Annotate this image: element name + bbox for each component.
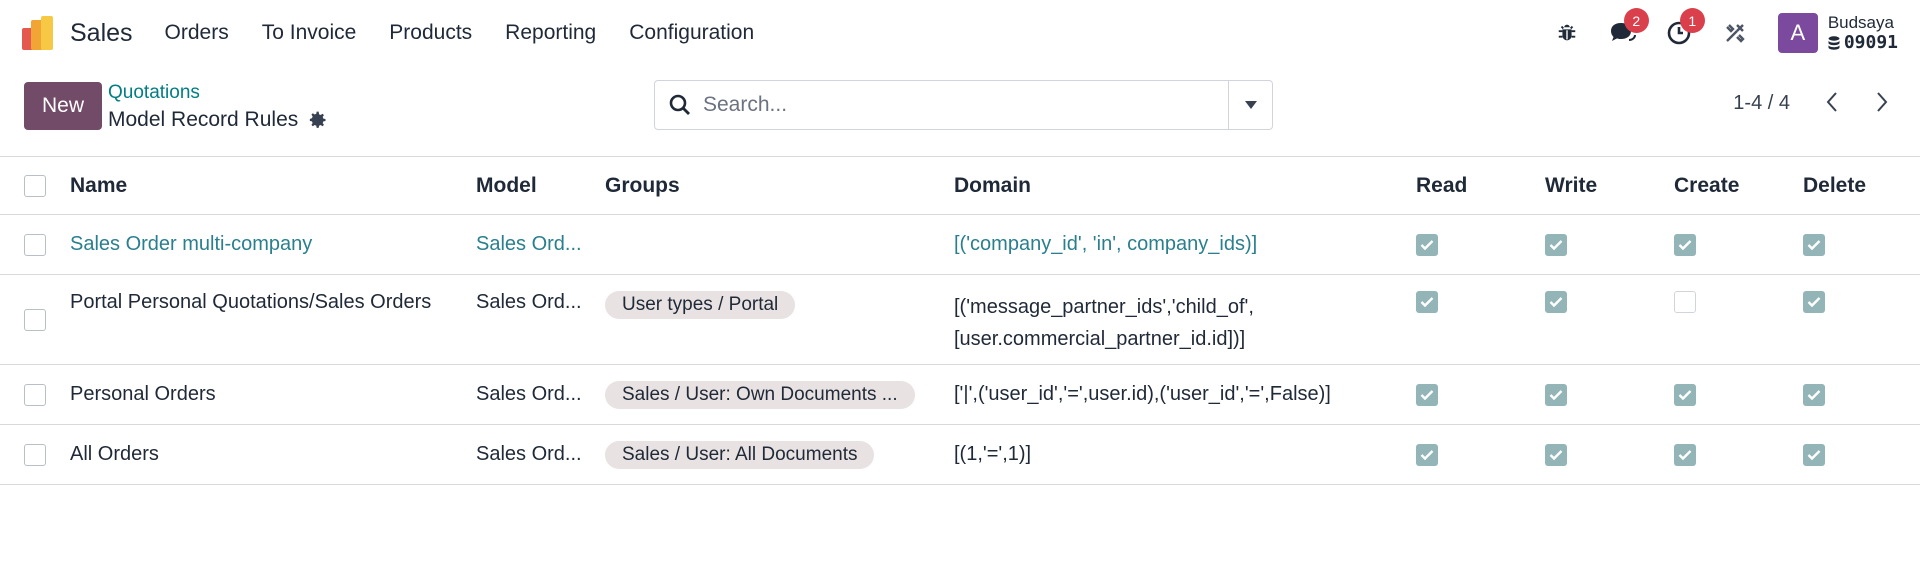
new-button[interactable]: New xyxy=(24,82,102,130)
breadcrumb-quotations[interactable]: Quotations xyxy=(108,82,200,103)
write-checkbox[interactable] xyxy=(1545,291,1567,313)
create-checkbox[interactable] xyxy=(1674,443,1696,466)
debug-bug-icon[interactable] xyxy=(1552,18,1582,48)
rule-model[interactable]: Sales Ord... xyxy=(476,291,582,313)
row-checkbox[interactable] xyxy=(24,308,46,331)
activities-badge: 1 xyxy=(1679,8,1705,33)
read-checkbox[interactable] xyxy=(1416,443,1438,466)
messages-chat-icon[interactable]: 2 xyxy=(1608,8,1649,48)
search-options-toggle[interactable] xyxy=(1228,81,1272,129)
menu-configuration[interactable]: Configuration xyxy=(629,21,755,44)
rule-domain: ['|',('user_id','=',user.id),('user_id',… xyxy=(954,383,1331,405)
column-header-name[interactable]: Name xyxy=(70,173,128,197)
delete-checkbox[interactable] xyxy=(1803,291,1825,313)
group-tag: User types / Portal xyxy=(605,291,796,319)
table-row[interactable]: All Orders Sales Ord... Sales / User: Al… xyxy=(0,425,1920,485)
rule-domain: [('message_partner_ids','child_of', [use… xyxy=(954,296,1254,350)
database-label: 09091 xyxy=(1843,32,1898,53)
table-row[interactable]: Personal Orders Sales Ord... Sales / Use… xyxy=(0,365,1920,425)
delete-checkbox[interactable] xyxy=(1803,443,1825,466)
database-name: 09091 xyxy=(1828,33,1898,53)
menu-products[interactable]: Products xyxy=(389,21,473,44)
record-rules-table: Name Model Groups Domain Read Write Crea… xyxy=(0,156,1920,485)
caret-down-icon xyxy=(1244,101,1257,109)
search-icon xyxy=(669,94,690,115)
search-bar xyxy=(654,80,1273,130)
group-tag: Sales / User: All Documents xyxy=(605,440,875,469)
row-checkbox[interactable] xyxy=(24,443,46,466)
read-checkbox[interactable] xyxy=(1416,233,1438,256)
rule-domain: [('company_id', 'in', company_ids)] xyxy=(954,233,1258,255)
rule-name[interactable]: Sales Order multi-company xyxy=(70,233,313,255)
column-header-write[interactable]: Write xyxy=(1545,173,1598,197)
table-header: Name Model Groups Domain Read Write Crea… xyxy=(0,157,1920,215)
select-all-checkbox[interactable] xyxy=(24,174,46,197)
rule-model[interactable]: Sales Ord... xyxy=(476,443,582,465)
write-checkbox[interactable] xyxy=(1545,443,1567,466)
table-row[interactable]: Portal Personal Quotations/Sales Orders … xyxy=(0,275,1920,365)
app-name[interactable]: Sales xyxy=(70,18,133,47)
column-header-read[interactable]: Read xyxy=(1416,173,1468,197)
activity-clock-icon[interactable]: 1 xyxy=(1664,8,1705,48)
delete-checkbox[interactable] xyxy=(1803,383,1825,406)
chevron-left-icon[interactable] xyxy=(1824,90,1840,114)
row-checkbox[interactable] xyxy=(24,383,46,406)
user-menu[interactable]: Budsaya 09091 xyxy=(1828,13,1898,53)
group-tag: Sales / User: Own Documents ... xyxy=(605,380,915,409)
chevron-right-icon[interactable] xyxy=(1874,90,1890,114)
create-checkbox[interactable] xyxy=(1674,291,1696,313)
menu-to-invoice[interactable]: To Invoice xyxy=(261,21,357,44)
column-header-domain[interactable]: Domain xyxy=(954,173,1032,197)
rule-name[interactable]: Personal Orders xyxy=(70,383,216,405)
rule-model[interactable]: Sales Ord... xyxy=(476,233,582,255)
column-header-groups[interactable]: Groups xyxy=(605,173,680,197)
pager-value[interactable]: 1-4 / 4 xyxy=(1733,92,1790,114)
top-navbar: Sales Orders To Invoice Products Reporti… xyxy=(0,0,1920,66)
user-name: Budsaya xyxy=(1827,13,1894,32)
database-icon xyxy=(1828,36,1840,50)
delete-checkbox[interactable] xyxy=(1803,233,1825,256)
rule-model[interactable]: Sales Ord... xyxy=(476,383,582,405)
row-checkbox[interactable] xyxy=(24,233,46,256)
sales-app-logo-icon[interactable] xyxy=(22,16,56,50)
read-checkbox[interactable] xyxy=(1416,291,1438,313)
create-checkbox[interactable] xyxy=(1674,383,1696,406)
create-checkbox[interactable] xyxy=(1674,233,1696,256)
settings-tools-icon[interactable] xyxy=(1720,18,1750,48)
user-avatar[interactable]: A xyxy=(1777,13,1818,53)
messages-badge: 2 xyxy=(1623,8,1649,33)
column-header-create[interactable]: Create xyxy=(1674,173,1740,197)
search-input[interactable] xyxy=(703,93,1203,117)
menu-reporting[interactable]: Reporting xyxy=(505,21,597,44)
breadcrumb-current: Model Record Rules xyxy=(108,108,328,132)
gear-icon[interactable] xyxy=(308,110,328,130)
write-checkbox[interactable] xyxy=(1545,233,1567,256)
rule-name[interactable]: All Orders xyxy=(70,443,159,465)
column-header-model[interactable]: Model xyxy=(476,173,537,197)
read-checkbox[interactable] xyxy=(1416,383,1438,406)
rule-domain: [(1,'=',1)] xyxy=(954,443,1032,465)
rule-name[interactable]: Portal Personal Quotations/Sales Orders xyxy=(70,291,432,313)
control-panel: New Quotations Model Record Rules 1-4 / … xyxy=(0,66,1920,156)
page-title: Model Record Rules xyxy=(108,108,299,131)
table-row[interactable]: Sales Order multi-company Sales Ord... [… xyxy=(0,215,1920,275)
menu-orders[interactable]: Orders xyxy=(164,21,229,44)
write-checkbox[interactable] xyxy=(1545,383,1567,406)
column-header-delete[interactable]: Delete xyxy=(1803,173,1867,197)
